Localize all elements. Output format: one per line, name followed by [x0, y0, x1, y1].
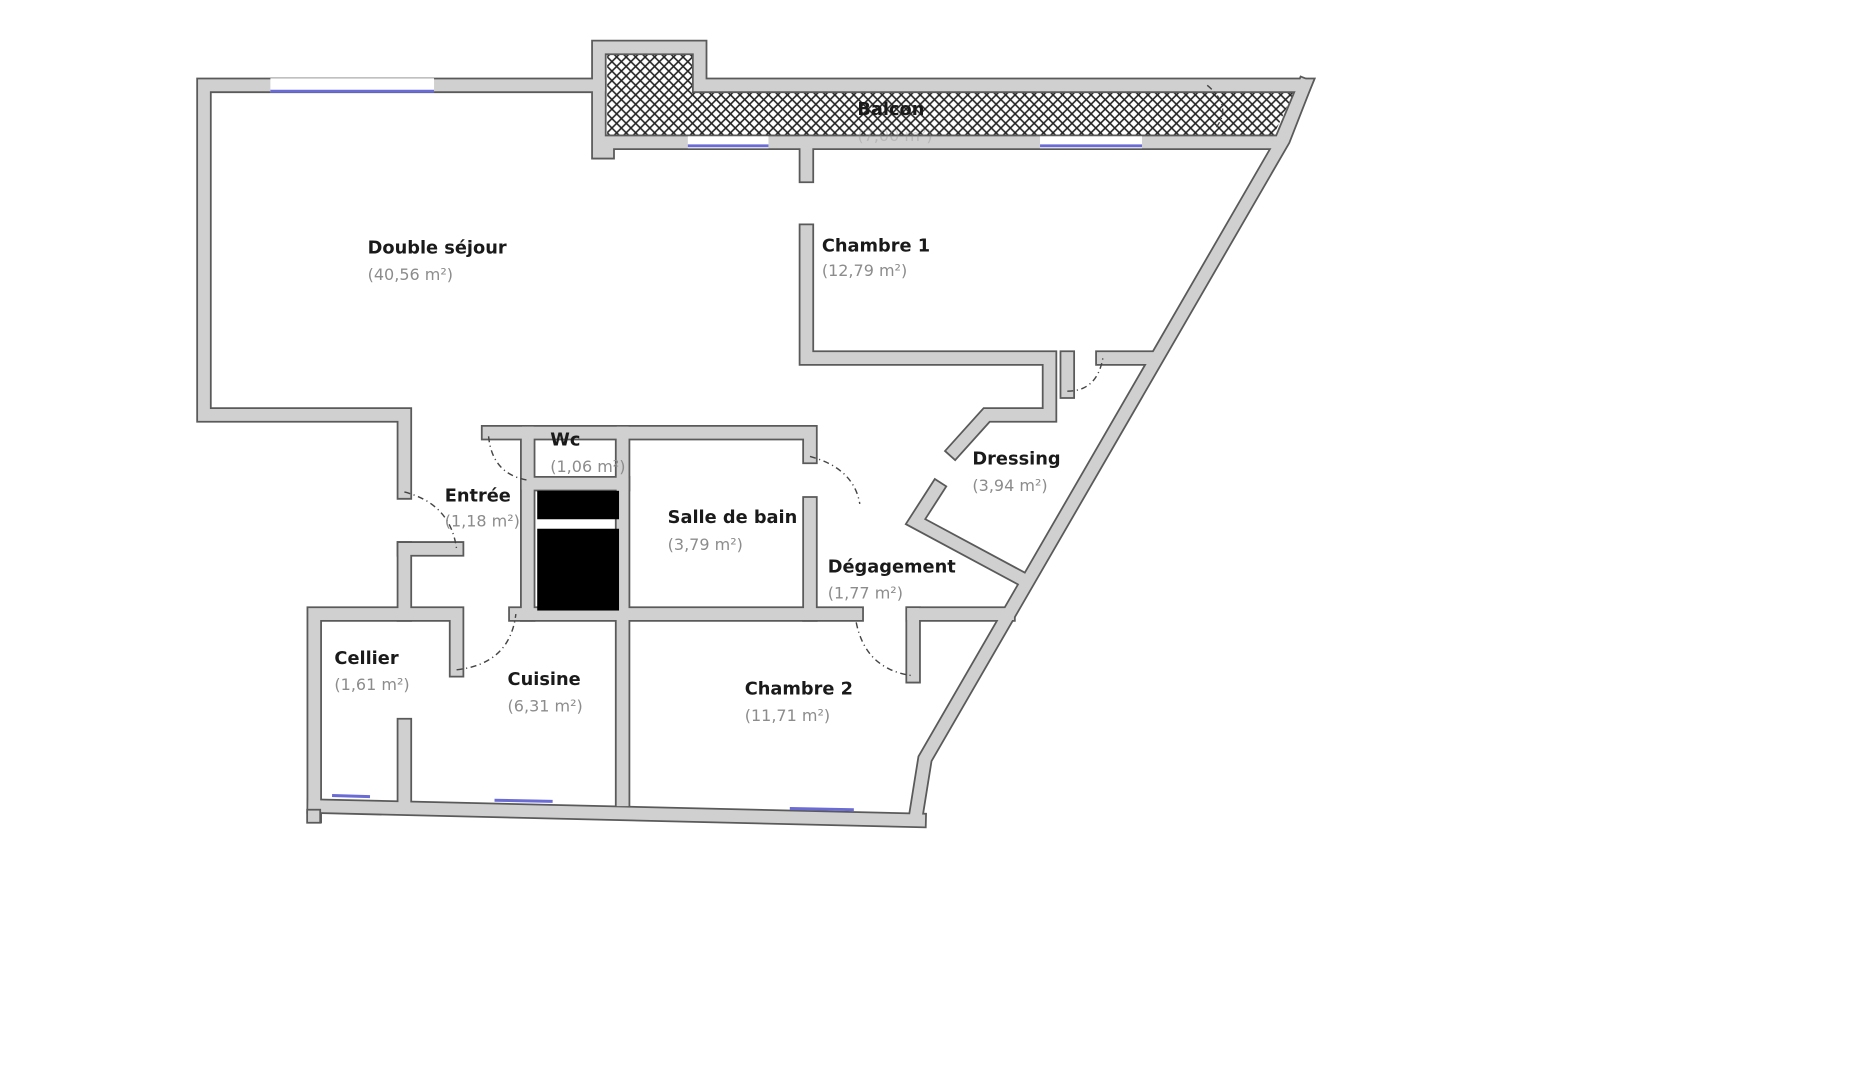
room-area-chambre-1: (12,79 m²) [822, 261, 907, 280]
room-name-double-sejour: Double séjour [368, 238, 507, 259]
room-name-salle-de-bain: Salle de bain [668, 507, 798, 528]
walls [196, 39, 1317, 829]
room-name-balcon: Balcon [857, 99, 924, 120]
fixture-block-lower [537, 528, 620, 611]
doors [404, 84, 1224, 677]
room-area-wc: (1,06 m²) [550, 457, 625, 476]
room-name-degagement: Dégagement [828, 557, 956, 578]
room-area-double-sejour: (40,56 m²) [368, 265, 453, 284]
room-area-entree: (1,18 m²) [445, 511, 520, 530]
room-labels: Balcon (7,00 m²) Double séjour (40,56 m²… [334, 99, 1060, 725]
room-name-chambre-2: Chambre 2 [745, 679, 853, 700]
room-area-chambre-2: (11,71 m²) [745, 706, 830, 725]
balcony-area [607, 53, 1295, 138]
room-name-chambre-1: Chambre 1 [822, 235, 930, 256]
room-area-cuisine: (6,31 m²) [508, 696, 583, 715]
room-area-cellier: (1,61 m²) [334, 675, 409, 694]
room-name-dressing: Dressing [972, 449, 1060, 470]
room-name-cellier: Cellier [334, 648, 398, 669]
room-name-wc: Wc [550, 430, 580, 451]
room-name-entree: Entrée [445, 485, 511, 506]
room-area-salle-de-bain: (3,79 m²) [668, 535, 743, 554]
fixture-block-upper [537, 490, 620, 520]
windows [270, 78, 1143, 812]
room-area-degagement: (1,77 m²) [828, 584, 903, 603]
room-area-dressing: (3,94 m²) [972, 476, 1047, 495]
room-name-cuisine: Cuisine [508, 669, 581, 690]
room-area-balcon: (7,00 m²) [857, 126, 932, 145]
